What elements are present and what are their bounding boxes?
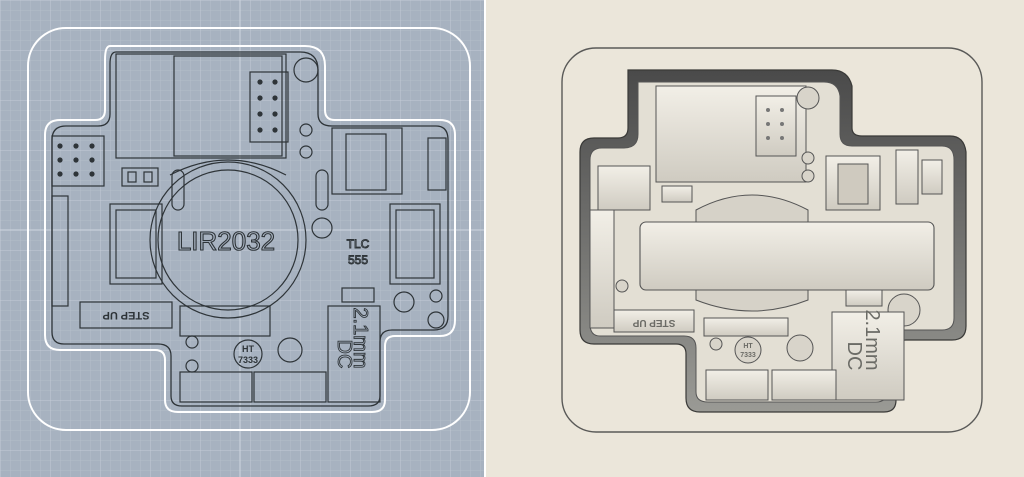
- wireframe-canvas[interactable]: LIR2032 TLC 555 STEP UP HT 7333 2.1mm DC: [0, 0, 484, 477]
- dc-label-line2: DC: [333, 340, 355, 369]
- rendered-viewport[interactable]: STEP UP HT 7333 2.1mm DC: [486, 0, 1024, 477]
- components-wire: [51, 53, 447, 403]
- components-render: [589, 85, 943, 401]
- wireframe-viewport[interactable]: LIR2032 TLC 555 STEP UP HT 7333 2.1mm DC: [0, 0, 486, 477]
- grid-major: [0, 0, 484, 477]
- ht-label-line2: 7333: [238, 355, 258, 365]
- board-inner-outline: [51, 51, 449, 407]
- ht-label-line1: HT: [242, 344, 254, 354]
- ic-label-line2: 555: [348, 253, 368, 267]
- dc-render-line1: 2.1mm: [861, 309, 883, 370]
- ic-label-line1: TLC: [347, 237, 370, 251]
- board-outline[interactable]: [44, 45, 456, 413]
- dc-label-line1: 2.1mm: [349, 307, 371, 368]
- rendered-canvas[interactable]: STEP UP HT 7333 2.1mm DC: [486, 0, 1024, 477]
- ht-render-line2: 7333: [740, 352, 756, 359]
- ht-render-line1: HT: [743, 343, 753, 350]
- step-up-label: STEP UP: [103, 309, 150, 321]
- case-outline[interactable]: [27, 27, 471, 431]
- battery-label: LIR2032: [177, 226, 275, 256]
- dc-render-line2: DC: [843, 342, 865, 371]
- step-up-render-label: STEP UP: [632, 317, 675, 328]
